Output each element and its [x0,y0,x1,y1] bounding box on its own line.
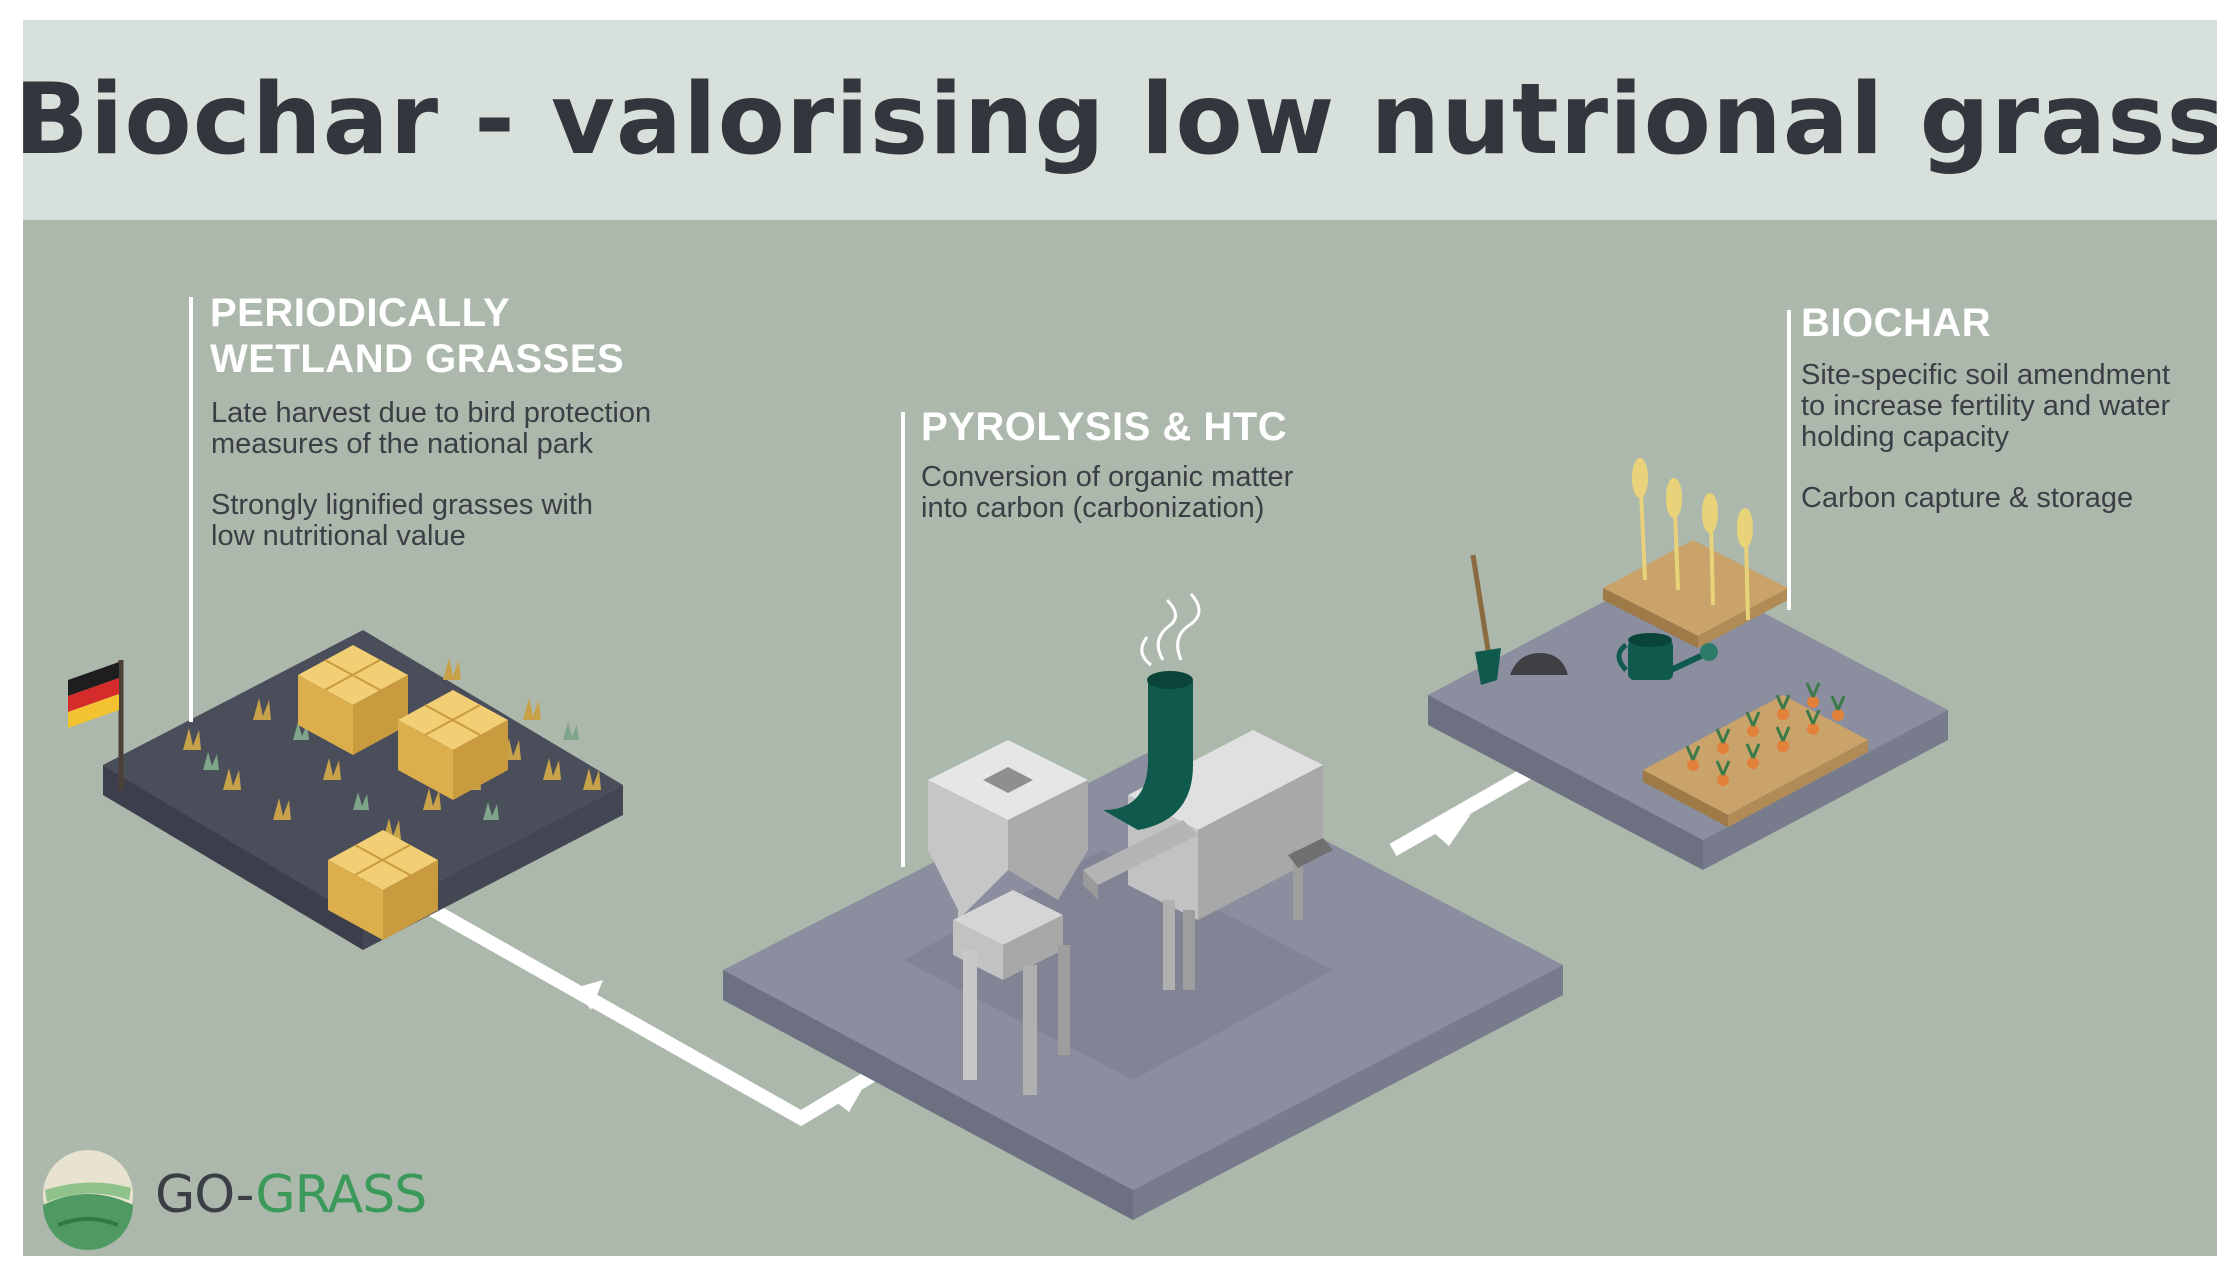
pyrolysis-reactor-icon [928,593,1333,1095]
logo-suffix: GRASS [255,1165,427,1225]
step3-heading: BIOCHAR [1801,301,1992,345]
hay-bale-icon [398,690,508,800]
hay-bale-icon [298,645,408,755]
step2-text: Conversion of organic matter into carbon… [921,462,1341,524]
go-grass-logo-icon [43,1150,133,1250]
step3-line: Site-specific soil amendment [1801,359,2171,391]
step3-text: Site-specific soil amendment to increase… [1801,360,2201,514]
go-grass-logo: GO-GRASS [155,1165,427,1225]
step1-line: measures of the national park [211,428,594,460]
step1-divider-line [189,297,193,722]
title-banner: Biochar - valorising low nutrional grass [23,20,2217,220]
process-diagram [43,458,1948,1250]
step3-line: to increase fertility and water [1801,390,2171,422]
wheat-plant-icon [1632,458,1753,621]
logo-prefix: GO- [155,1165,256,1225]
step1-line: Strongly lignified grasses with [211,489,594,521]
step1-heading: PERIODICALLY WETLAND GRASSES [210,291,625,381]
wetland-field-platform [68,630,623,950]
biochar-field-platform [1428,458,1948,870]
step1-line: low nutritional value [211,520,466,552]
page-title: Biochar - valorising low nutrional grass [23,63,2217,177]
carrot-plant-icon [1685,682,1846,786]
step3-divider-line [1787,310,1791,610]
watering-can-icon [1616,633,1718,680]
shovel-icon [1470,554,1501,685]
step2-divider-line [901,412,905,867]
step1-text: Late harvest due to bird protection meas… [211,398,691,552]
hay-bale-icon [328,830,438,940]
step3-line: holding capacity [1801,421,2009,453]
step2-line: Conversion of organic matter [921,461,1294,493]
step1-line: Late harvest due to bird protection [211,397,652,429]
step2-line: into carbon (carbonization) [921,492,1265,524]
flow-arrow-1 [429,903,885,1127]
biochar-heap [1510,653,1568,675]
germany-flag-icon [68,660,124,790]
infographic-frame: Biochar - valorising low nutrional grass [23,20,2217,1256]
flow-arrow-2 [1389,763,1537,857]
step2-heading: PYROLYSIS & HTC [921,405,1288,449]
step3-line: Carbon capture & storage [1801,482,2134,514]
